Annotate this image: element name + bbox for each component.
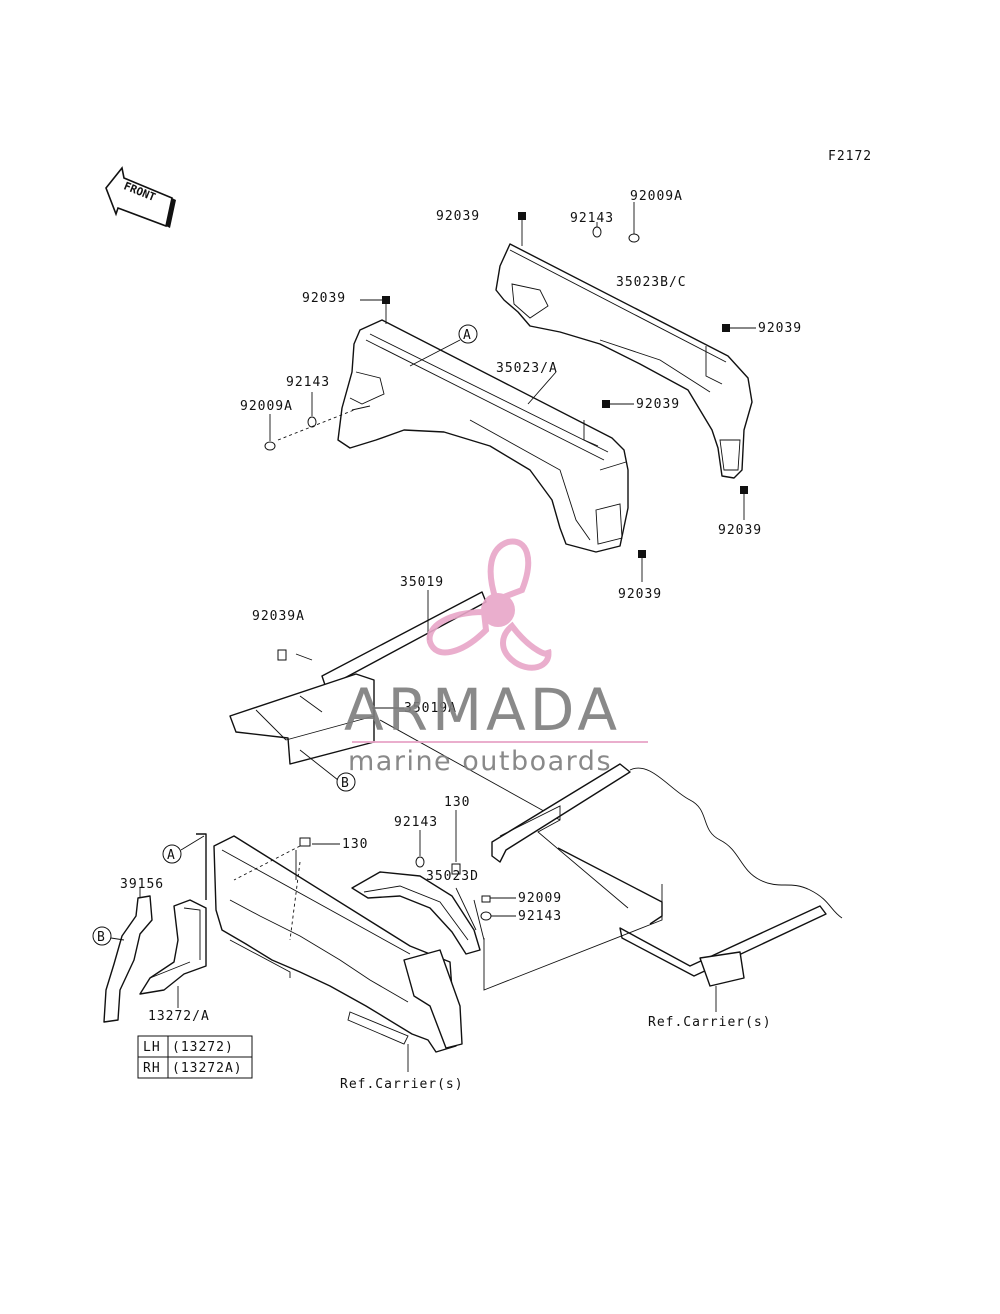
- label-92143-low2: 92143: [518, 909, 562, 924]
- callout-a-top-label: A: [463, 328, 472, 343]
- label-130-a: 130: [444, 795, 470, 810]
- figure-code: F2172: [828, 149, 872, 164]
- watermark-brand: ARMADA: [344, 676, 621, 744]
- rear-fender-left: [337, 319, 629, 553]
- label-92009A-left: 92009A: [240, 399, 293, 414]
- label-92039-left: 92039: [302, 291, 346, 306]
- washer-icon: [307, 392, 317, 428]
- washer-icon: [480, 911, 516, 921]
- watermark-tagline: marine outboards: [348, 746, 612, 777]
- legend-part-lh: (13272): [172, 1040, 234, 1055]
- callout-b-low-label: B: [97, 930, 106, 945]
- bolt-icon: [518, 212, 526, 246]
- bolt-icon: [299, 837, 340, 847]
- bolt-icon: [722, 324, 756, 332]
- front-arrow-icon: FRONT: [105, 166, 176, 228]
- bolt-icon: [264, 414, 276, 451]
- washer-icon: [415, 830, 425, 868]
- bolt-icon: [481, 895, 516, 903]
- propeller-icon: [426, 538, 552, 671]
- fastener-group-lower: [233, 810, 516, 941]
- label-92143-top: 92143: [570, 211, 614, 226]
- legend-side-rh: RH: [143, 1061, 161, 1076]
- bolt-icon: [451, 810, 461, 875]
- mud-guard-panel: [229, 590, 487, 781]
- label-35023BC: 35023B/C: [616, 275, 687, 290]
- rear-fender-right: [495, 243, 753, 479]
- label-35023A: 35023/A: [496, 361, 558, 376]
- label-92039-top: 92039: [436, 209, 480, 224]
- callout-a-low: [162, 835, 205, 864]
- legend-part-rh: (13272A): [172, 1061, 243, 1076]
- bolt-icon: [277, 649, 287, 661]
- label-35019A: 35019A: [404, 701, 457, 716]
- bolt-icon: [602, 400, 634, 408]
- bolt-icon: [638, 550, 646, 582]
- label-13272A: 13272/A: [148, 1009, 210, 1024]
- bracket-13272: [139, 833, 207, 1008]
- callout-a-low-label: A: [167, 848, 176, 863]
- label-92143-low: 92143: [394, 815, 438, 830]
- carrier-frame-right: [491, 763, 827, 1012]
- side-panel-lower: [213, 835, 463, 1072]
- bolt-icon: [740, 486, 748, 520]
- side-legend-table: LH (13272) RH (13272A): [137, 1035, 253, 1079]
- label-92009A-top: 92009A: [630, 189, 683, 204]
- inner-fender-flap: [351, 871, 481, 955]
- label-92143-left: 92143: [286, 375, 330, 390]
- bolt-icon: [628, 202, 640, 243]
- callout-b-mid: [336, 772, 356, 792]
- fastener-group-upper: [264, 202, 756, 582]
- legend-side-lh: LH: [143, 1040, 161, 1055]
- label-92039A: 92039A: [252, 609, 305, 624]
- bolt-icon: [360, 296, 390, 324]
- callout-a-top: [409, 324, 478, 367]
- trim-strip-39156: [103, 888, 153, 1023]
- washer-icon: [592, 222, 602, 238]
- label-92039-right2: 92039: [718, 523, 762, 538]
- callout-b-low: [92, 926, 125, 946]
- label-39156: 39156: [120, 877, 164, 892]
- label-92039-low: 92039: [618, 587, 662, 602]
- label-92039-mid: 92039: [636, 397, 680, 412]
- label-35019: 35019: [400, 575, 444, 590]
- watermark-logo: ARMADA marine outboards: [344, 538, 648, 777]
- label-92039-right1: 92039: [758, 321, 802, 336]
- label-ref-carrier-right: Ref.Carrier(s): [648, 1015, 772, 1030]
- label-130-b: 130: [342, 837, 368, 852]
- label-ref-carrier-left: Ref.Carrier(s): [340, 1077, 464, 1092]
- label-92009: 92009: [518, 891, 562, 906]
- callout-b-mid-label: B: [341, 776, 350, 791]
- label-35023D: 35023D: [426, 869, 479, 884]
